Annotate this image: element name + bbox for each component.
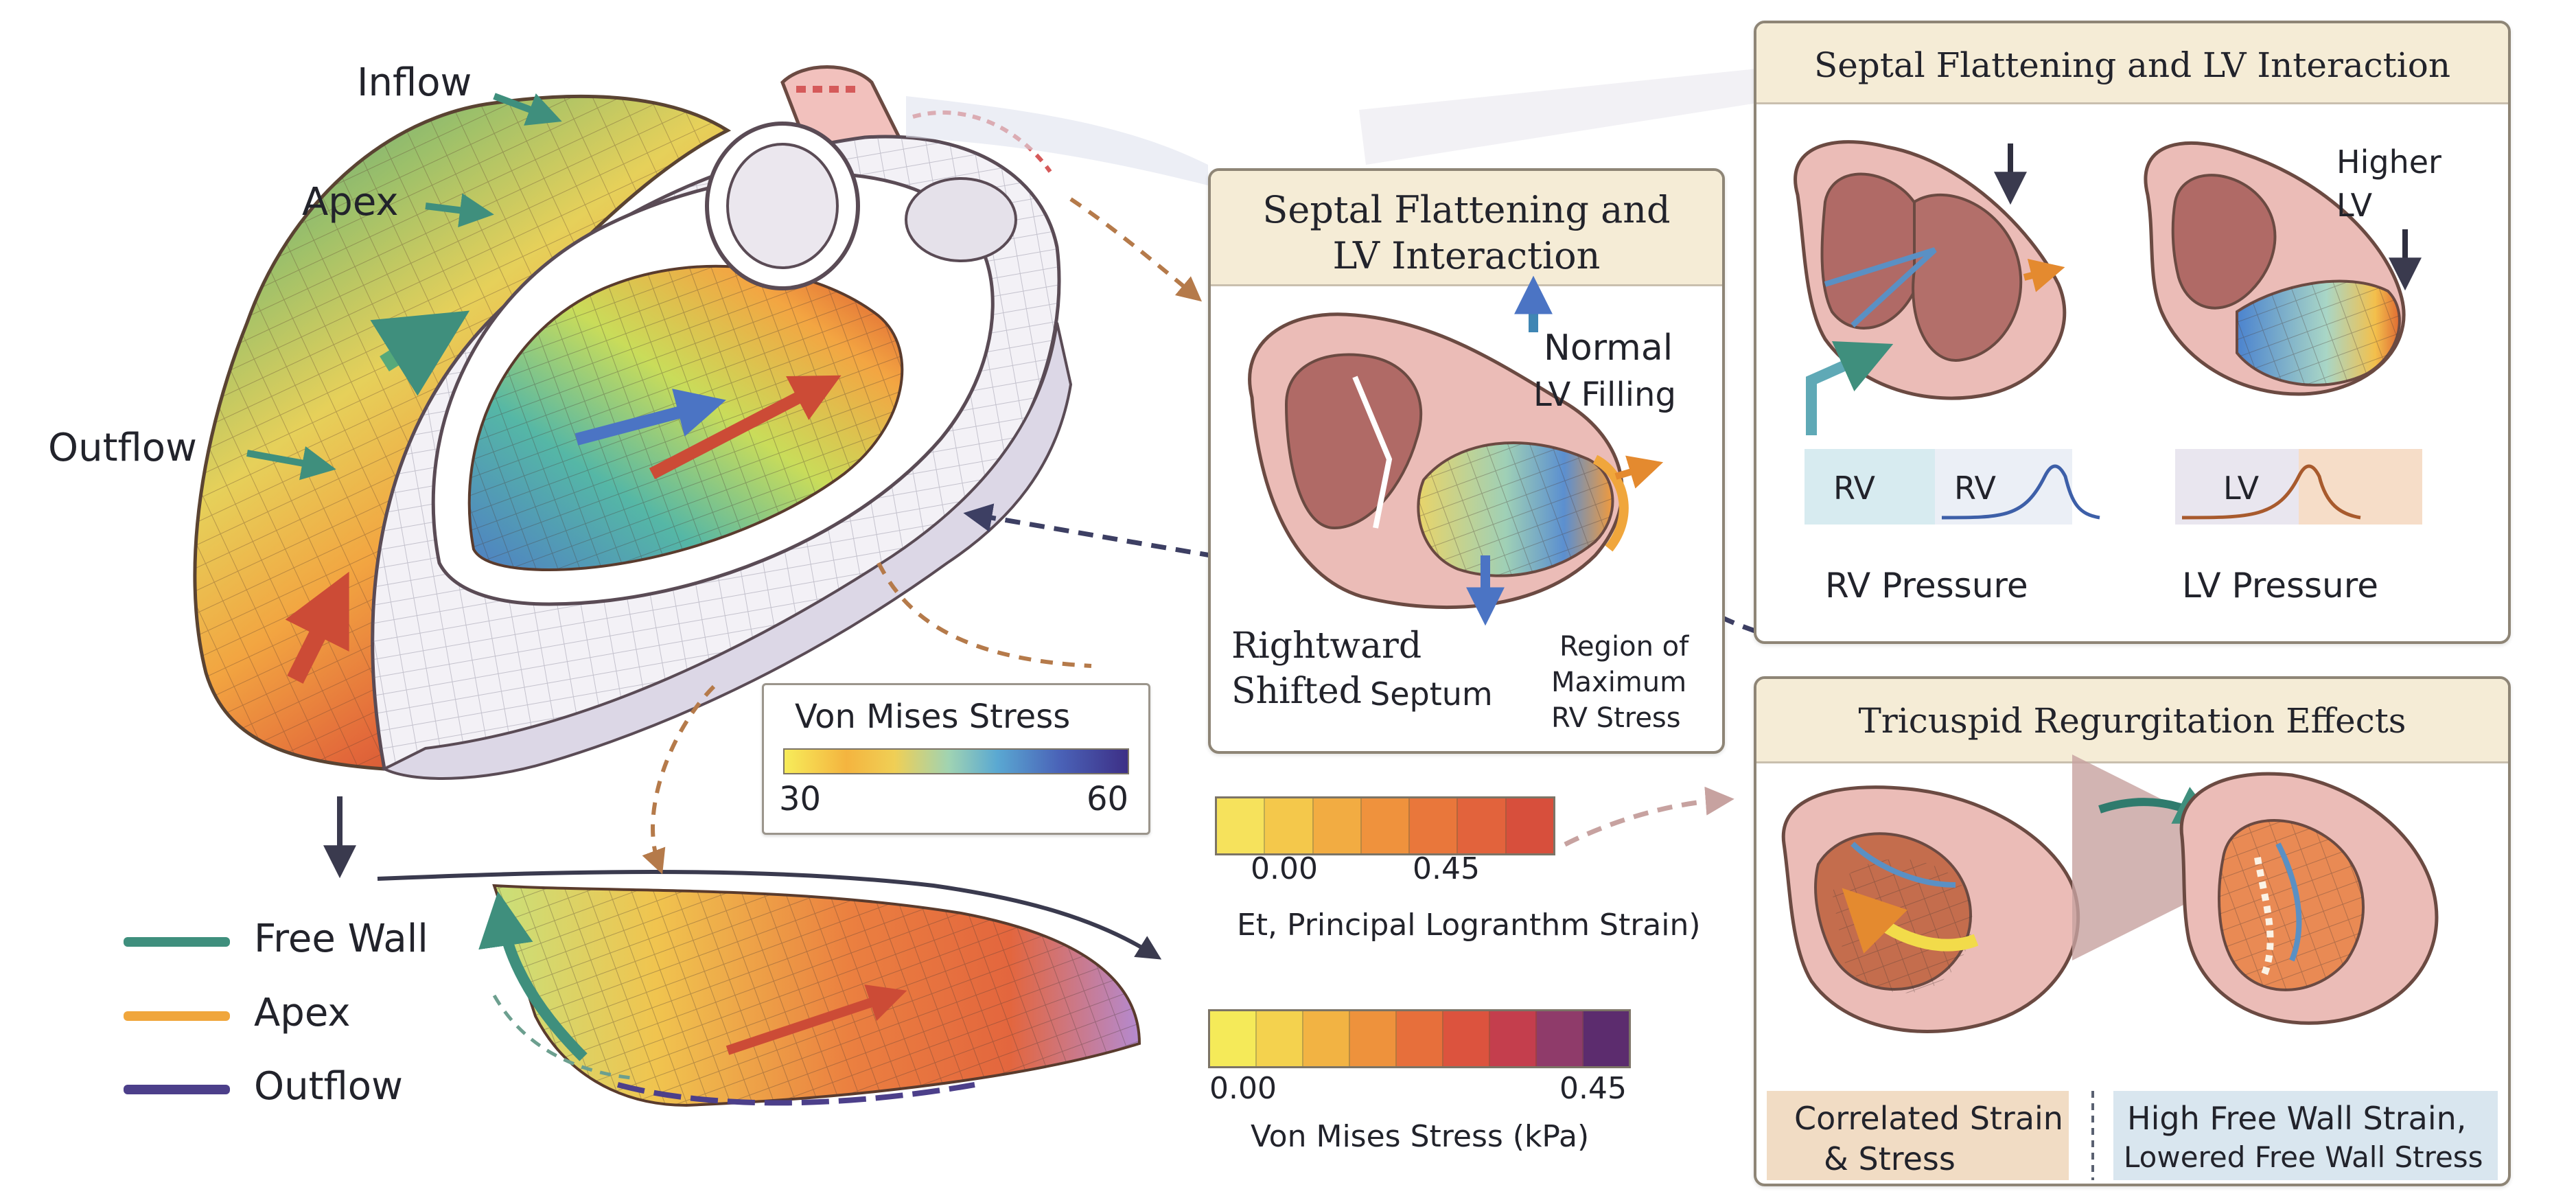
center-rightward-line1: Rightward xyxy=(1231,625,1422,667)
right-top-panel-title: Septal Flattening and LV Interaction xyxy=(1813,45,2451,85)
center-panel-septal: Septal Flattening and LV Interaction Nor… xyxy=(1208,168,1725,754)
center-region-line3: RV Stress xyxy=(1551,702,1681,734)
right-bottom-panel-tricuspid: Tricuspid Regurgitation Effects Correlat… xyxy=(1754,676,2511,1186)
legend-item: Outflow xyxy=(124,1064,467,1112)
center-heart-section xyxy=(1248,275,1664,626)
legend-swatch-outflow xyxy=(124,1085,230,1094)
right-top-panel-septal: Septal Flattening and LV Interaction Hig… xyxy=(1754,21,2511,644)
center-region-line2: Maximum xyxy=(1551,667,1687,698)
stress-scale-caption: Von Mises Stress (kPa) xyxy=(1251,1119,1590,1154)
strain-scale-min: 0.00 xyxy=(1251,851,1318,886)
stress-scale-min: 0.00 xyxy=(1209,1071,1277,1106)
center-lv-filling-label: LV Filling xyxy=(1533,376,1676,414)
right-top-lv-label: LV xyxy=(2223,470,2260,507)
right-bottom-heart-sections xyxy=(1767,754,2498,1180)
right-top-rv-pressure: RV Pressure xyxy=(1825,566,2028,606)
region-legend: Free Wall Apex Outflow xyxy=(124,917,467,1116)
right-bottom-panel-title: Tricuspid Regurgitation Effects xyxy=(1858,701,2406,741)
von-mises-scale-box: Von Mises Stress 30 60 xyxy=(762,683,1150,835)
von-mises-max-label: 60 xyxy=(1087,780,1129,818)
center-region-line1: Region of xyxy=(1559,631,1689,663)
right-bottom-panel-header: Tricuspid Regurgitation Effects xyxy=(1756,679,2508,763)
center-normal-label: Normal xyxy=(1544,327,1673,369)
right-bottom-left-caption-line2: & Stress xyxy=(1824,1140,1956,1177)
strain-scale-max: 0.45 xyxy=(1413,851,1480,886)
stress-scale-max: 0.45 xyxy=(1559,1071,1627,1106)
right-top-heart-sections xyxy=(1794,140,2422,525)
legend-swatch-apex xyxy=(124,1011,230,1021)
right-top-rv-label-b: RV xyxy=(1954,470,1996,507)
label-apex-heart: Apex xyxy=(302,180,399,224)
legend-swatch-free-wall xyxy=(124,937,230,947)
legend-label-outflow: Outflow xyxy=(254,1064,403,1109)
right-top-lv-pressure: LV Pressure xyxy=(2182,566,2378,606)
right-top-panel-header: Septal Flattening and LV Interaction xyxy=(1756,23,2508,104)
strain-scale-caption: Et, Principal Logranthm Strain) xyxy=(1237,908,1701,943)
center-rightward-line2: Shifted xyxy=(1231,671,1362,712)
legend-label-free-wall: Free Wall xyxy=(254,917,428,961)
center-panel-title-line2: LV Interaction xyxy=(1332,234,1601,277)
legend-item: Apex xyxy=(124,991,467,1039)
legend-label-apex: Apex xyxy=(254,991,351,1035)
right-top-higher-line2: LV xyxy=(2336,187,2373,224)
right-top-higher-line1: Higher xyxy=(2336,143,2441,181)
right-bottom-right-caption-line2: Lowered Free Wall Stress xyxy=(2124,1140,2483,1174)
legend-item: Free Wall xyxy=(124,917,467,965)
stress-scale-bar xyxy=(1208,1009,1631,1068)
label-outflow-heart: Outflow xyxy=(48,426,197,470)
right-bottom-right-caption-line1: High Free Wall Strain, xyxy=(2127,1100,2467,1137)
right-top-rv-label-a: RV xyxy=(1833,470,1875,507)
center-septum-label: Septum xyxy=(1370,676,1493,713)
strain-scale-bar xyxy=(1215,796,1555,855)
von-mises-gradient-bar xyxy=(783,748,1129,774)
right-bottom-left-caption-line1: Correlated Strain xyxy=(1794,1100,2063,1137)
von-mises-min-label: 30 xyxy=(779,780,822,818)
center-panel-title-line1: Septal Flattening and xyxy=(1262,188,1671,231)
center-panel-header: Septal Flattening and LV Interaction xyxy=(1211,171,1722,286)
von-mises-scale-title: Von Mises Stress xyxy=(795,698,1071,736)
label-inflow: Inflow xyxy=(357,60,472,105)
